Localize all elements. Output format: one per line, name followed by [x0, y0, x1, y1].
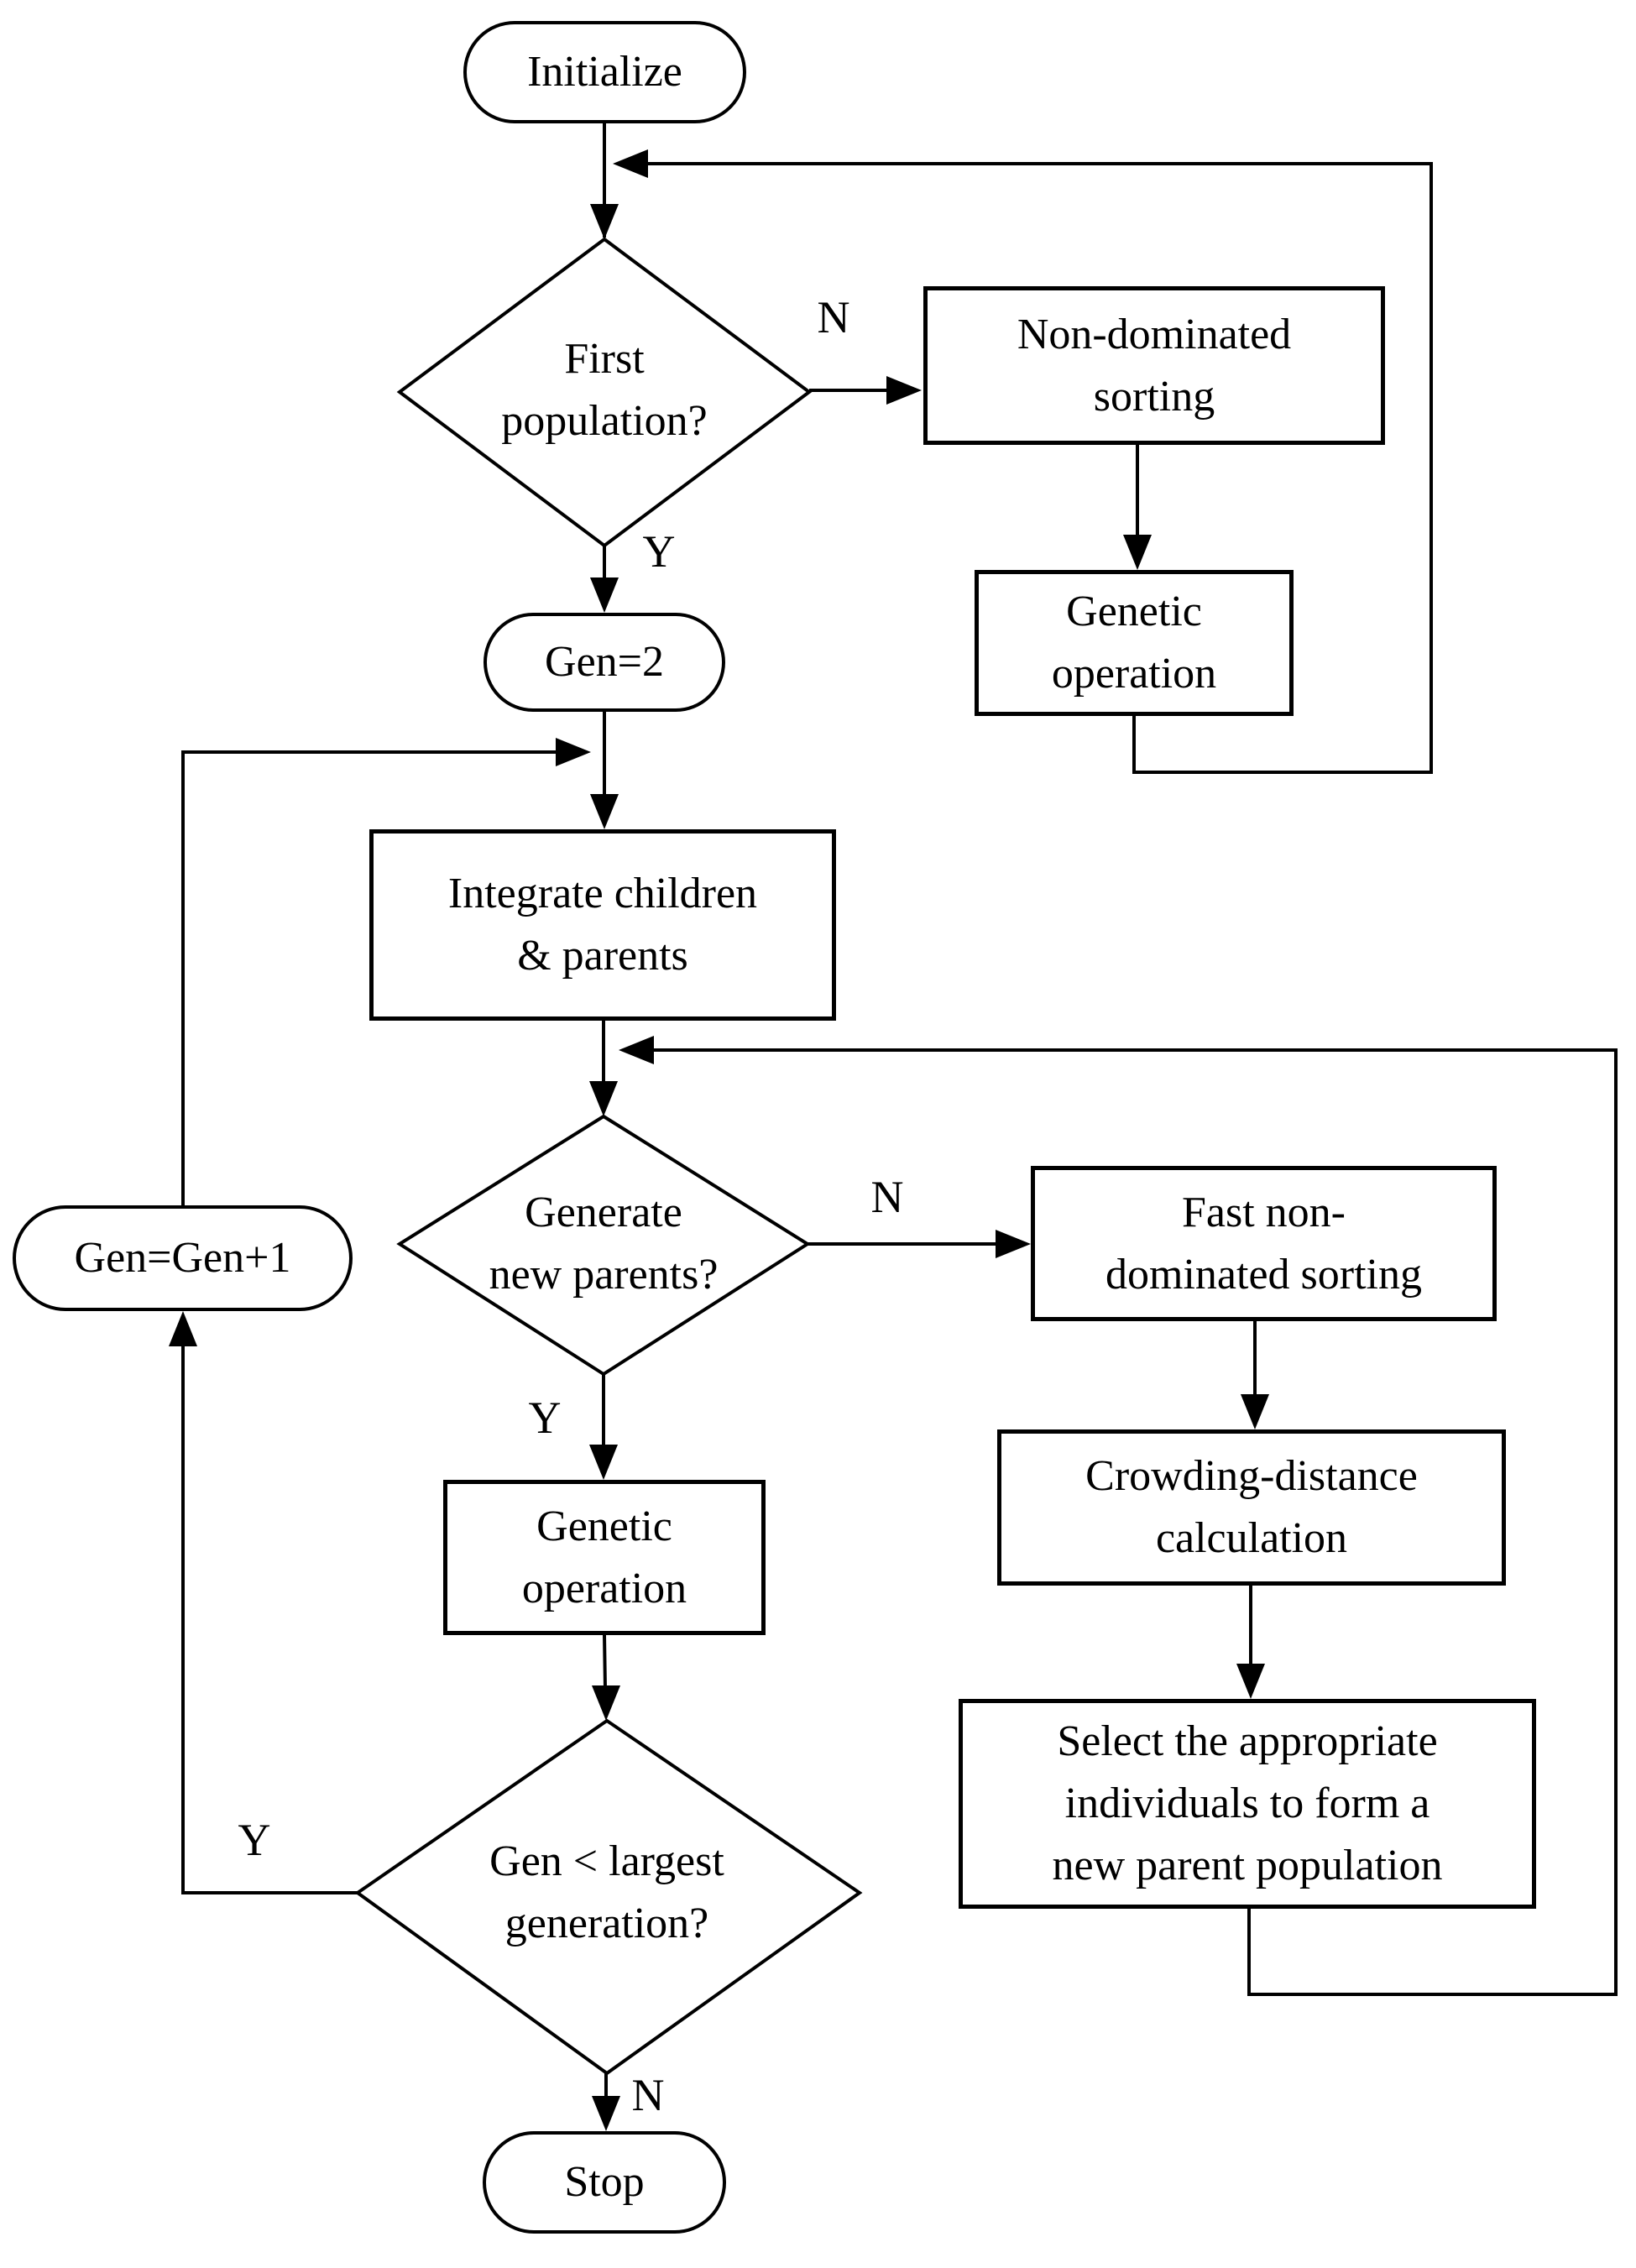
edge-sorting-to-genetic-top	[1123, 445, 1152, 570]
edge-genetic-mid-to-gen-largest	[592, 1634, 620, 1721]
node-genetic-operation-mid-line1: Genetic	[536, 1502, 672, 1550]
node-stop-label: Stop	[564, 2158, 645, 2207]
decision-first-population-shape	[396, 237, 813, 548]
edge-loop-gen-increment-to-main	[181, 738, 591, 1205]
edge-gen2-to-integrate	[590, 712, 619, 829]
node-genetic-operation-top-line2: operation	[1051, 650, 1217, 698]
node-gen-increment: Gen=Gen+1	[13, 1205, 353, 1311]
node-fast-non-dominated-line1: Fast non-	[1182, 1188, 1346, 1236]
node-fast-non-dominated-line2: dominated sorting	[1105, 1250, 1422, 1299]
node-initialize: Initialize	[463, 21, 746, 123]
node-non-dominated-sorting: Non-dominated sorting	[923, 286, 1385, 445]
node-select-individuals-line2: individuals to form a	[1064, 1779, 1430, 1828]
node-non-dominated-sorting-line2: sorting	[1093, 372, 1215, 421]
node-gen-2-label: Gen=2	[545, 638, 664, 687]
node-generate-new-parents-line2: new parents?	[489, 1251, 719, 1299]
edge-label-first-population-n: N	[817, 292, 850, 342]
edge-gen-largest-y	[169, 1311, 358, 1894]
node-genetic-operation-mid-line2: operation	[521, 1564, 687, 1612]
node-first-population-label: First population?	[436, 290, 772, 491]
node-integrate-line1: Integrate children	[447, 870, 758, 918]
edge-crowding-to-select	[1236, 1586, 1265, 1699]
edge-integrate-to-generate	[589, 1021, 618, 1116]
node-generate-new-parents-label: Generate new parents?	[436, 1143, 771, 1345]
decision-gen-largest-shape	[354, 1718, 863, 2076]
node-gen-largest-line1: Gen < largest	[489, 1837, 724, 1886]
edge-gen-largest-n	[592, 2073, 620, 2131]
node-crowding-distance-line1: Crowding-distance	[1085, 1452, 1418, 1501]
node-gen-2: Gen=2	[483, 613, 725, 712]
node-select-individuals-line3: new parent population	[1052, 1841, 1443, 1889]
edge-generate-n	[808, 1230, 1031, 1258]
edge-label-gen-largest-n: N	[631, 2070, 665, 2120]
node-fast-non-dominated: Fast non- dominated sorting	[1031, 1166, 1497, 1321]
node-integrate: Integrate children & parents	[369, 829, 836, 1021]
node-select-individuals: Select the appropriate individuals to fo…	[959, 1699, 1536, 1909]
edge-label-generate-y: Y	[528, 1393, 562, 1443]
edge-generate-y	[589, 1374, 618, 1480]
node-select-individuals-line1: Select the appropriate	[1057, 1717, 1438, 1766]
node-genetic-operation-top-line1: Genetic	[1066, 588, 1202, 636]
node-genetic-operation-mid: Genetic operation	[443, 1480, 766, 1635]
node-non-dominated-sorting-line1: Non-dominated	[1017, 310, 1292, 358]
node-initialize-label: Initialize	[527, 48, 682, 97]
node-generate-new-parents-line1: Generate	[525, 1189, 682, 1237]
edge-loop-select-to-main	[619, 1036, 1618, 1996]
edge-fast-sorting-to-crowding	[1241, 1321, 1269, 1429]
node-gen-largest-label: Gen < largest generation?	[397, 1792, 817, 1994]
node-first-population-line1: First	[564, 335, 645, 384]
edge-initialize-to-first-population	[590, 123, 619, 239]
edge-label-gen-largest-y: Y	[238, 1815, 271, 1865]
edge-loop-genetic-top-to-main	[613, 149, 1433, 774]
node-first-population-line2: population?	[501, 397, 708, 445]
node-gen-increment-label: Gen=Gen+1	[74, 1234, 291, 1283]
node-stop: Stop	[483, 2131, 726, 2234]
node-crowding-distance-line2: calculation	[1155, 1514, 1348, 1562]
edge-label-generate-n: N	[870, 1172, 904, 1222]
edge-first-population-n	[809, 376, 922, 405]
node-integrate-line2: & parents	[517, 932, 688, 980]
node-genetic-operation-top: Genetic operation	[975, 570, 1294, 716]
node-gen-largest-line2: generation?	[504, 1900, 709, 1947]
edge-first-population-y	[590, 546, 619, 613]
node-crowding-distance: Crowding-distance calculation	[997, 1429, 1506, 1586]
decision-generate-new-parents-shape	[396, 1114, 811, 1377]
edge-label-first-population-y: Y	[642, 526, 676, 577]
